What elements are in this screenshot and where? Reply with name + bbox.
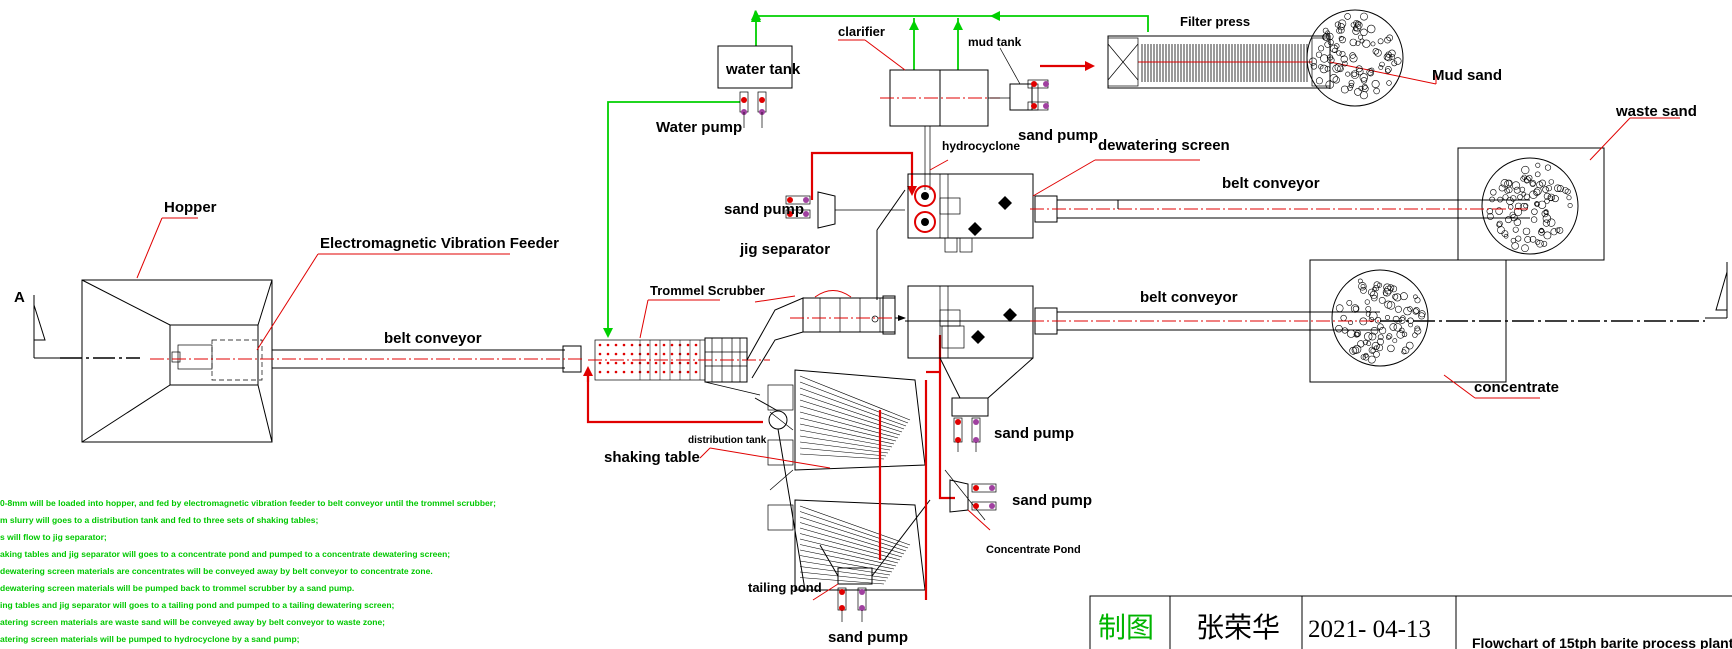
- note-8: atering screen materials are waste sand …: [0, 617, 385, 627]
- note-9: atering screen materials will be pumped …: [0, 634, 300, 644]
- mud-sand-pumps: [1027, 79, 1049, 111]
- water-pumps: [739, 91, 767, 128]
- concentrate-pond: [944, 469, 986, 521]
- process-notes: 0-8mm will be loaded into hopper, and fe…: [0, 498, 496, 644]
- label-clarifier: clarifier: [838, 24, 885, 39]
- jig-separator: [746, 290, 906, 379]
- note-1: 0-8mm will be loaded into hopper, and fe…: [0, 498, 496, 508]
- trommel-scrubber: [588, 337, 770, 396]
- label-mud-tank: mud tank: [968, 35, 1022, 49]
- note-6: dewatering screen materials will be pump…: [0, 583, 354, 593]
- vibration-feeder: [171, 339, 263, 381]
- title-block-label: 制图: [1098, 612, 1154, 643]
- label-hydrocyclone: hydrocyclone: [942, 139, 1020, 153]
- section-mark-right: [1705, 262, 1728, 319]
- label-dewatering-screen: dewatering screen: [1098, 137, 1230, 154]
- label-jig: jig separator: [739, 241, 830, 258]
- label-concentrate: concentrate: [1474, 379, 1559, 396]
- main-belt-conveyor: [150, 345, 585, 373]
- label-water-pump: Water pump: [656, 119, 742, 136]
- label-filter-press: Filter press: [1180, 14, 1250, 29]
- label-sand-pump-right-1: sand pump: [994, 425, 1074, 442]
- title-block-date: 2021- 04-13: [1308, 616, 1431, 643]
- label-trommel: Trommel Scrubber: [650, 283, 765, 298]
- dewatering-screen-mid: [907, 285, 1034, 417]
- note-4: aking tables and jig separator will goes…: [0, 549, 450, 559]
- label-feeder: Electromagnetic Vibration Feeder: [320, 235, 559, 252]
- label-sand-pump-bottom: sand pump: [828, 629, 908, 646]
- section-mark-left: [33, 295, 62, 359]
- label-waste-sand: waste sand: [1615, 103, 1697, 120]
- label-tailing-pond: tailing pond: [748, 580, 822, 595]
- dewatering-screen-top: [907, 173, 1034, 253]
- mud-tank: [988, 47, 1039, 111]
- note-5: dewatering screen materials are concentr…: [0, 566, 433, 576]
- title-block-drafter: 张荣华: [1196, 612, 1280, 643]
- title-block-title: Flowchart of 15tph barite process plant: [1472, 635, 1732, 649]
- mud-sand-pile: [1306, 9, 1404, 107]
- distribution-tank: [754, 397, 806, 591]
- water-lines: [603, 10, 1149, 338]
- sand-pump-bottom: [837, 587, 867, 622]
- note-3: s will flow to jig separator;: [0, 532, 107, 542]
- note-7: ing tables and jig separator will goes t…: [0, 600, 395, 610]
- sand-pump-right-1: [953, 417, 981, 452]
- slurry-lines: [583, 61, 1095, 600]
- label-sand-pump-left: sand pump: [724, 201, 804, 218]
- tailing-pond: [819, 499, 931, 585]
- label-sand-pump-top: sand pump: [1018, 127, 1098, 144]
- shaking-tables: [767, 369, 926, 591]
- label-sand-pump-right-2: sand pump: [1012, 492, 1092, 509]
- label-water-tank: water tank: [725, 61, 801, 78]
- clarifier: [880, 69, 1000, 190]
- hopper: [81, 279, 273, 443]
- label-belt-conveyor-top: belt conveyor: [1222, 175, 1320, 192]
- belt-conveyor-mid: [1030, 307, 1380, 335]
- label-distribution-tank: distribution tank: [688, 435, 767, 446]
- sand-pump-left-unit: [785, 191, 905, 229]
- title-block: 制图 张荣华 2021- 04-13 Flowchart of 15tph ba…: [1089, 595, 1732, 649]
- label-section-a: A: [14, 289, 25, 306]
- label-mud-sand: Mud sand: [1432, 67, 1502, 84]
- water-tank: [717, 45, 793, 89]
- label-belt-conveyor-mid: belt conveyor: [1140, 289, 1238, 306]
- sand-pump-right-2: [971, 483, 997, 511]
- waste-sand-pile: [1457, 147, 1605, 261]
- label-shaking-table: shaking table: [604, 449, 700, 466]
- label-belt-conveyor-main: belt conveyor: [384, 330, 482, 347]
- label-hopper: Hopper: [164, 199, 217, 216]
- label-concentrate-pond: Concentrate Pond: [986, 544, 1081, 556]
- filter-press: [1107, 35, 1331, 89]
- belt-conveyor-top: [1030, 195, 1530, 223]
- note-2: m slurry will goes to a distribution tan…: [0, 515, 319, 525]
